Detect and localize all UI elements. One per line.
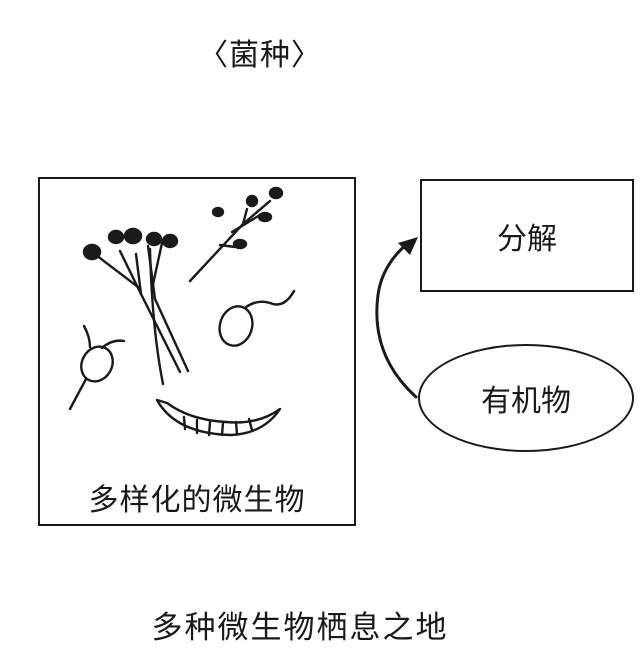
bacterium-icon — [68, 324, 126, 411]
microbes-label: 多样化的微生物 — [88, 483, 306, 518]
organic-label: 有机物 — [481, 384, 571, 419]
organic-ellipse: 有机物 — [418, 344, 634, 452]
decompose-box: 分解 — [420, 179, 634, 292]
mold-icon — [82, 227, 190, 386]
caption: 多种微生物栖息之地 — [151, 610, 449, 646]
microbes-illustration — [68, 186, 296, 437]
segmented-cell-icon — [155, 398, 282, 437]
spore-branch-icon — [188, 186, 284, 283]
flagellated-cell-icon — [218, 289, 296, 347]
curved-arrow-icon — [375, 237, 418, 399]
microbes-box: 多样化的微生物 — [38, 177, 356, 526]
decompose-label: 分解 — [497, 221, 557, 257]
diagram-title: 〈菌种〉 — [198, 38, 322, 73]
